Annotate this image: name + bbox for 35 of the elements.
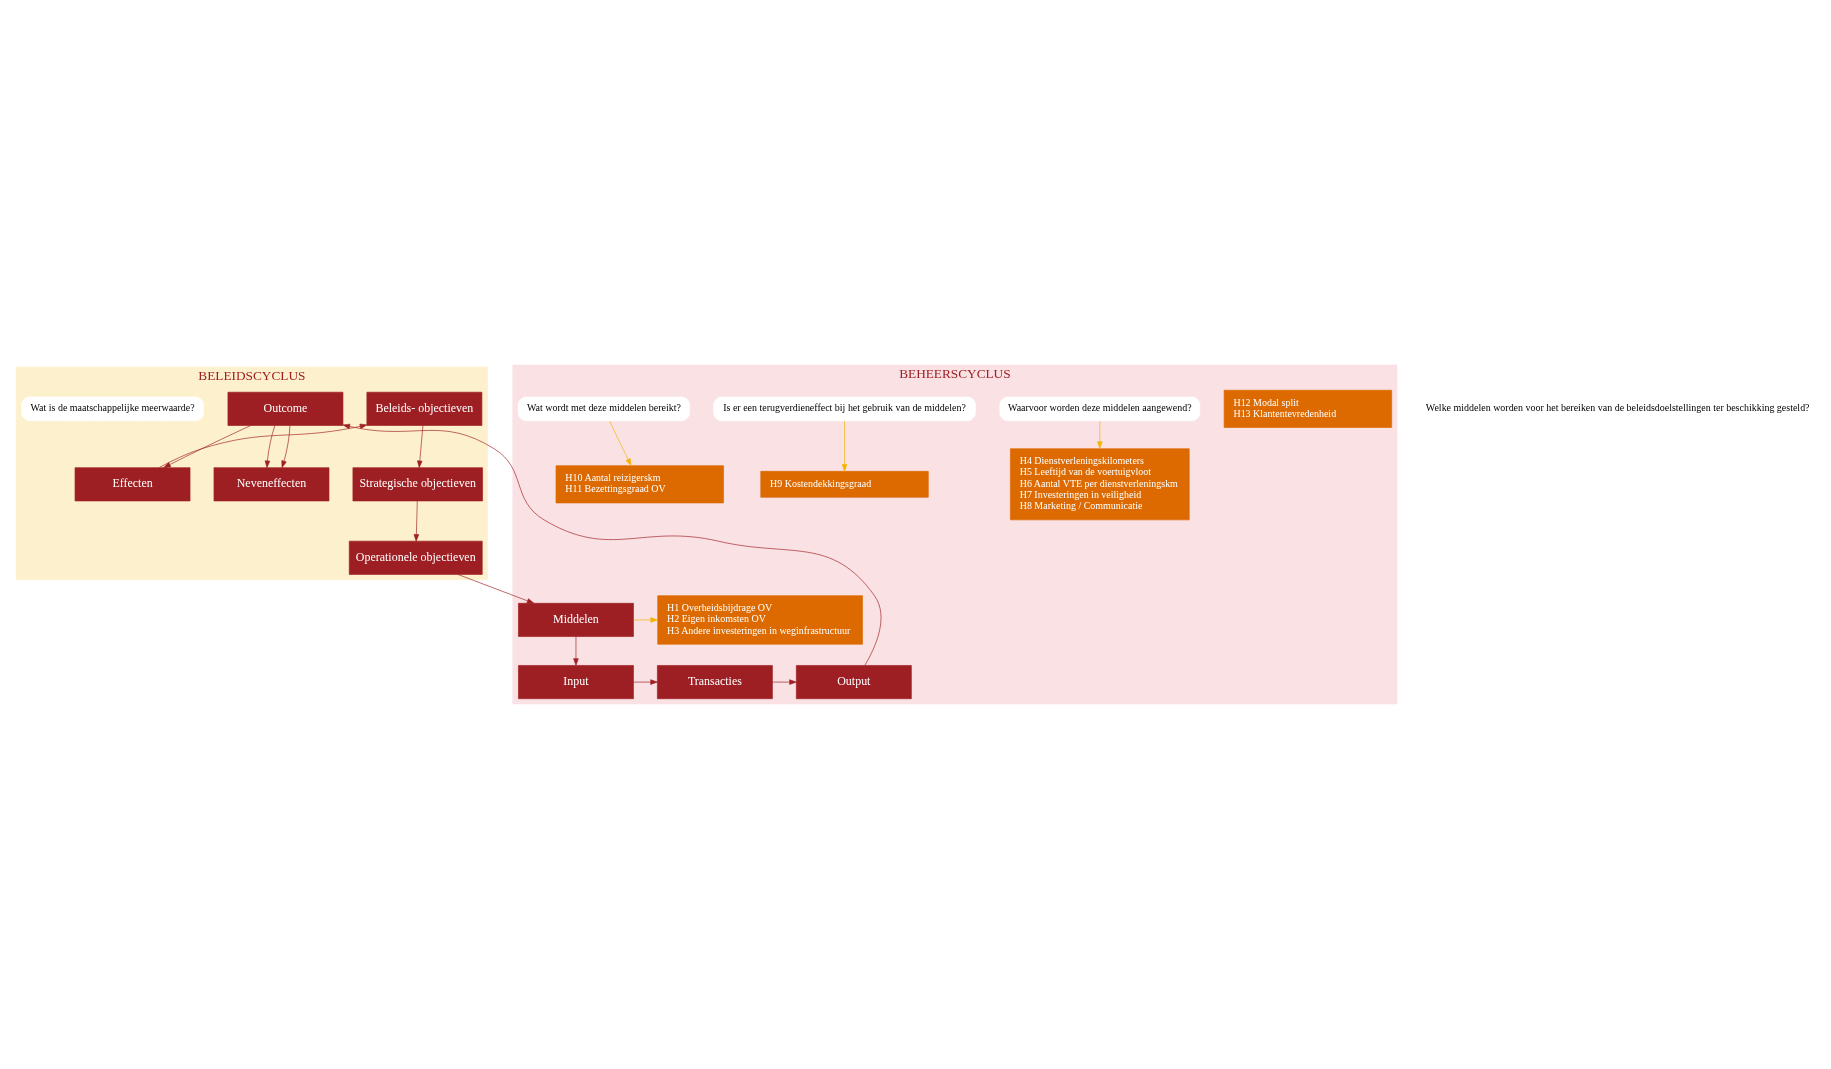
node-box: H10 Aantal reizigerskm H11 Bezettingsgraad OV <box>555 465 724 504</box>
arrow <box>413 500 419 542</box>
arrow <box>342 423 882 666</box>
arrow <box>163 425 251 468</box>
node-text: Welke middelen worden voor het bereiken van de beleidsdoelstellingen ter beschikking gesteld? <box>1425 402 1810 414</box>
node-box: H1 Overheidsbijdrage OV H2 Eigen inkomsten OV H3 Andere investeringen in weginfrastructuur <box>657 595 863 645</box>
arrow <box>841 420 848 472</box>
node-box: Effecten <box>74 467 191 502</box>
node-box: Waarvoor worden deze middelen aangewend? <box>999 396 1201 422</box>
node-box: Output <box>796 665 912 700</box>
node-box: H4 Dienstverleningskilometers H5 Leeftijd van de voertuigvloot H6 Aantal VTE per dienstverleningskm H7 Investeringen in veiligheid H8 Marketing / Communicatie <box>1010 448 1190 521</box>
node-box: Transacties <box>657 665 773 700</box>
arrow <box>772 679 797 685</box>
arrow <box>158 423 368 468</box>
node-box: Wat is de maatschappelijke meerwaarde? <box>21 396 204 422</box>
node-box: H9 Kostendekkingsgraad <box>760 471 929 498</box>
arrow <box>281 425 291 468</box>
arrow <box>633 617 658 623</box>
node-box: Input <box>518 665 634 700</box>
node-box: Beleids- objectieven <box>366 391 483 426</box>
arrow <box>417 425 424 468</box>
node-box: Wat wordt met deze middelen bereikt? <box>517 396 690 422</box>
node-box: Neveneffecten <box>213 467 330 502</box>
node-box: H12 Modal split H13 Klantentevredenheid <box>1223 389 1392 428</box>
arrow <box>1097 420 1103 449</box>
node-box: Strategische objectieven <box>352 467 483 502</box>
arrow <box>573 636 579 666</box>
arrow <box>264 425 276 468</box>
arrow <box>633 679 658 685</box>
node-box: Middelen <box>518 602 634 637</box>
arrow <box>609 420 632 466</box>
node-box: Operationele objectieven <box>348 540 483 575</box>
node-box: Outcome <box>227 391 344 426</box>
node-box: Is er een terugverdieneffect bij het gebruik van de middelen? <box>713 396 976 422</box>
arrow <box>457 574 535 604</box>
